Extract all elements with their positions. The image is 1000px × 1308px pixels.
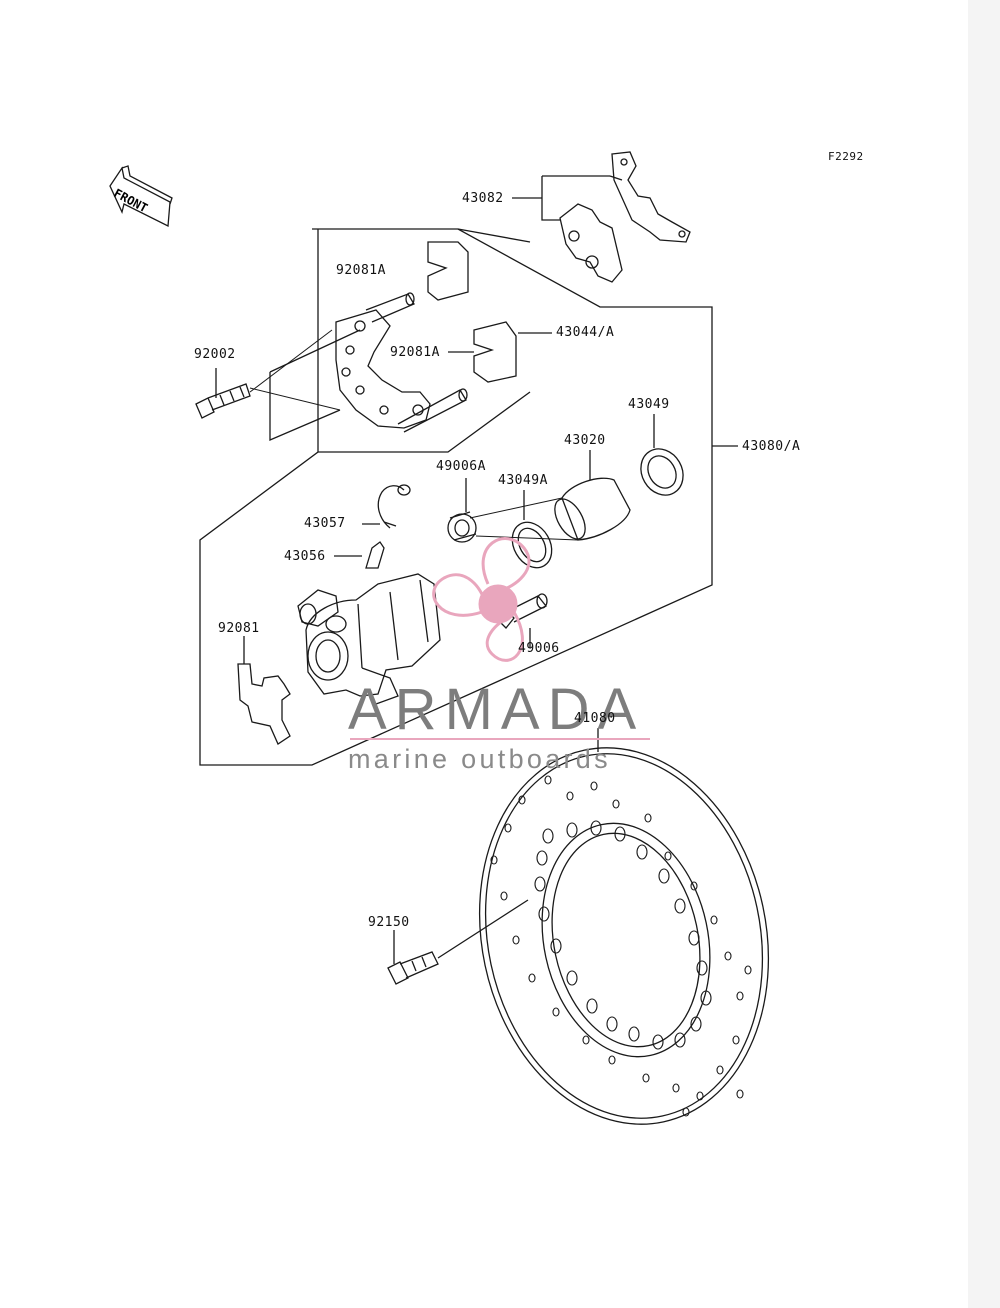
watermark-divider (350, 738, 650, 740)
bolt-leader-box (269, 329, 361, 441)
pad-leader-rear (609, 175, 623, 181)
caliper-bore (307, 631, 349, 681)
callout-43049[interactable]: 43049 (628, 397, 670, 412)
caliper-pin (297, 589, 339, 627)
spring-clip-top (427, 241, 469, 301)
callout-92081a-top[interactable]: 92081A (336, 263, 386, 278)
disc-holes (490, 775, 752, 1117)
pad-bracket (512, 175, 610, 221)
pad-spring-92081 (237, 663, 291, 745)
callout-43049a[interactable]: 43049A (498, 473, 548, 488)
leader-92150 (393, 899, 529, 964)
watermark-logo-icon (432, 537, 531, 662)
front-arrow-icon (109, 166, 171, 228)
callout-92081a-mid[interactable]: 92081A (390, 345, 440, 360)
pad-hole-3 (620, 158, 628, 166)
callout-43080a[interactable]: 43080/A (742, 439, 801, 454)
page-edge-strip (968, 0, 1000, 1308)
callout-43056[interactable]: 43056 (284, 549, 326, 564)
watermark-subtitle: marine outboards (348, 744, 611, 774)
bleed-tube-43057 (377, 485, 405, 529)
caliper-bracket (335, 309, 431, 429)
disc-hub (541, 822, 711, 1058)
brake-disc (478, 747, 770, 1125)
brake-pad-rear (611, 151, 691, 243)
bolt-92002 (195, 383, 251, 419)
callout-43057[interactable]: 43057 (304, 516, 346, 531)
callout-43082[interactable]: 43082 (462, 191, 504, 206)
callout-41080[interactable]: 41080 (574, 711, 616, 726)
seal-43049A (511, 521, 553, 569)
spring-clip-mid (473, 321, 517, 383)
pad-hole-1 (568, 230, 580, 242)
pad-hole-4 (678, 230, 686, 238)
bracket-pin-bottom (397, 389, 467, 433)
callout-43020[interactable]: 43020 (564, 433, 606, 448)
callout-43044a[interactable]: 43044/A (556, 325, 615, 340)
brake-pad-front (559, 203, 623, 283)
watermark-title: ARMADA (348, 677, 645, 742)
bleed-valve-43056 (365, 541, 385, 569)
bracket-bottom-line (318, 391, 531, 453)
callout-49006[interactable]: 49006 (518, 641, 560, 656)
assembly-outline (199, 228, 713, 766)
bracket-pin-top (365, 293, 415, 323)
callout-92150[interactable]: 92150 (368, 915, 410, 930)
diagram-id: F2292 (828, 150, 864, 163)
callout-49006a[interactable]: 49006A (436, 459, 486, 474)
piston-43020 (561, 477, 631, 541)
callout-92081[interactable]: 92081 (218, 621, 260, 636)
disc-bolt-92150 (387, 951, 439, 985)
callout-92002[interactable]: 92002 (194, 347, 236, 362)
pad-hole-2 (585, 255, 599, 269)
caliper-body (305, 573, 441, 697)
bracket-outline (457, 228, 531, 243)
seal-43049 (640, 448, 684, 496)
